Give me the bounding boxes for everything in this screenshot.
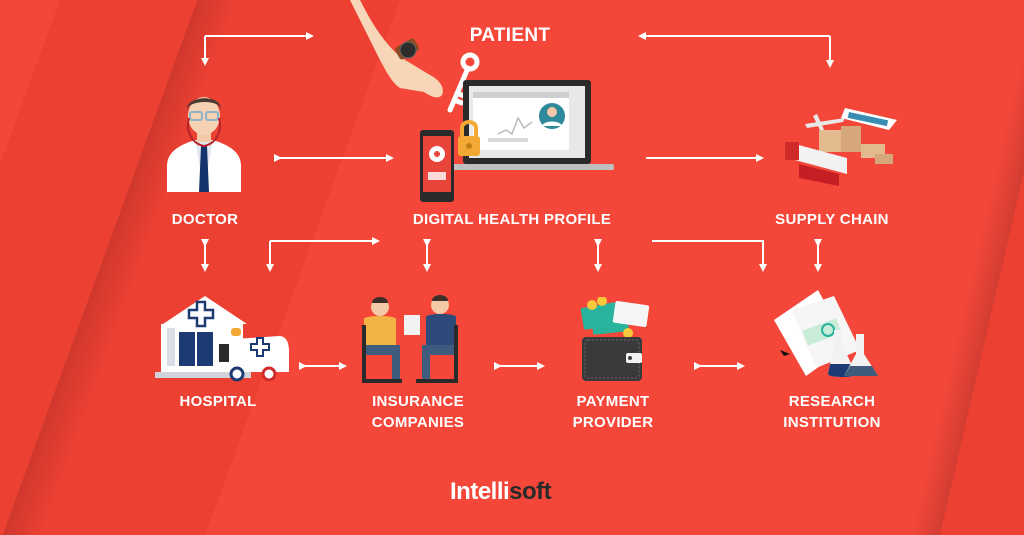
logo-part1: Intelli: [450, 478, 510, 505]
node-payment-label: PAYMENT PROVIDER: [543, 391, 683, 433]
node-research-label: RESEARCH INSTITUTION: [762, 391, 902, 433]
node-payment-label-line1: PAYMENT: [576, 393, 650, 410]
wallet-icon: [580, 297, 650, 381]
node-doctor-label: DOCTOR: [171, 211, 239, 228]
doctor-icon: [167, 97, 241, 192]
hand-key-icon: [350, 0, 480, 113]
node-payment-label-line2: PROVIDER: [572, 414, 654, 431]
node-insurance-label-line1: INSURANCE: [372, 393, 464, 410]
node-hospital-label: HOSPITAL: [179, 393, 257, 410]
hospital-icon: [155, 296, 289, 382]
supply-chain-icon: [785, 108, 897, 186]
research-icon: [774, 290, 878, 377]
node-research-label-line1: RESEARCH: [788, 393, 876, 410]
digital-health-profile-icon: [420, 80, 614, 202]
insurance-icon: [362, 295, 458, 383]
node-insurance-label-line2: COMPANIES: [371, 414, 465, 431]
logo-part2: soft: [509, 478, 552, 505]
node-insurance-label: INSURANCE COMPANIES: [348, 391, 488, 433]
node-supply-chain-label: SUPPLY CHAIN: [775, 211, 889, 228]
intellisoft-logo: Intellisoft: [450, 478, 552, 506]
node-research-label-line2: INSTITUTION: [783, 414, 881, 431]
node-digital-health-profile-label: DIGITAL HEALTH PROFILE: [412, 211, 612, 228]
node-patient-label: PATIENT: [469, 25, 551, 46]
